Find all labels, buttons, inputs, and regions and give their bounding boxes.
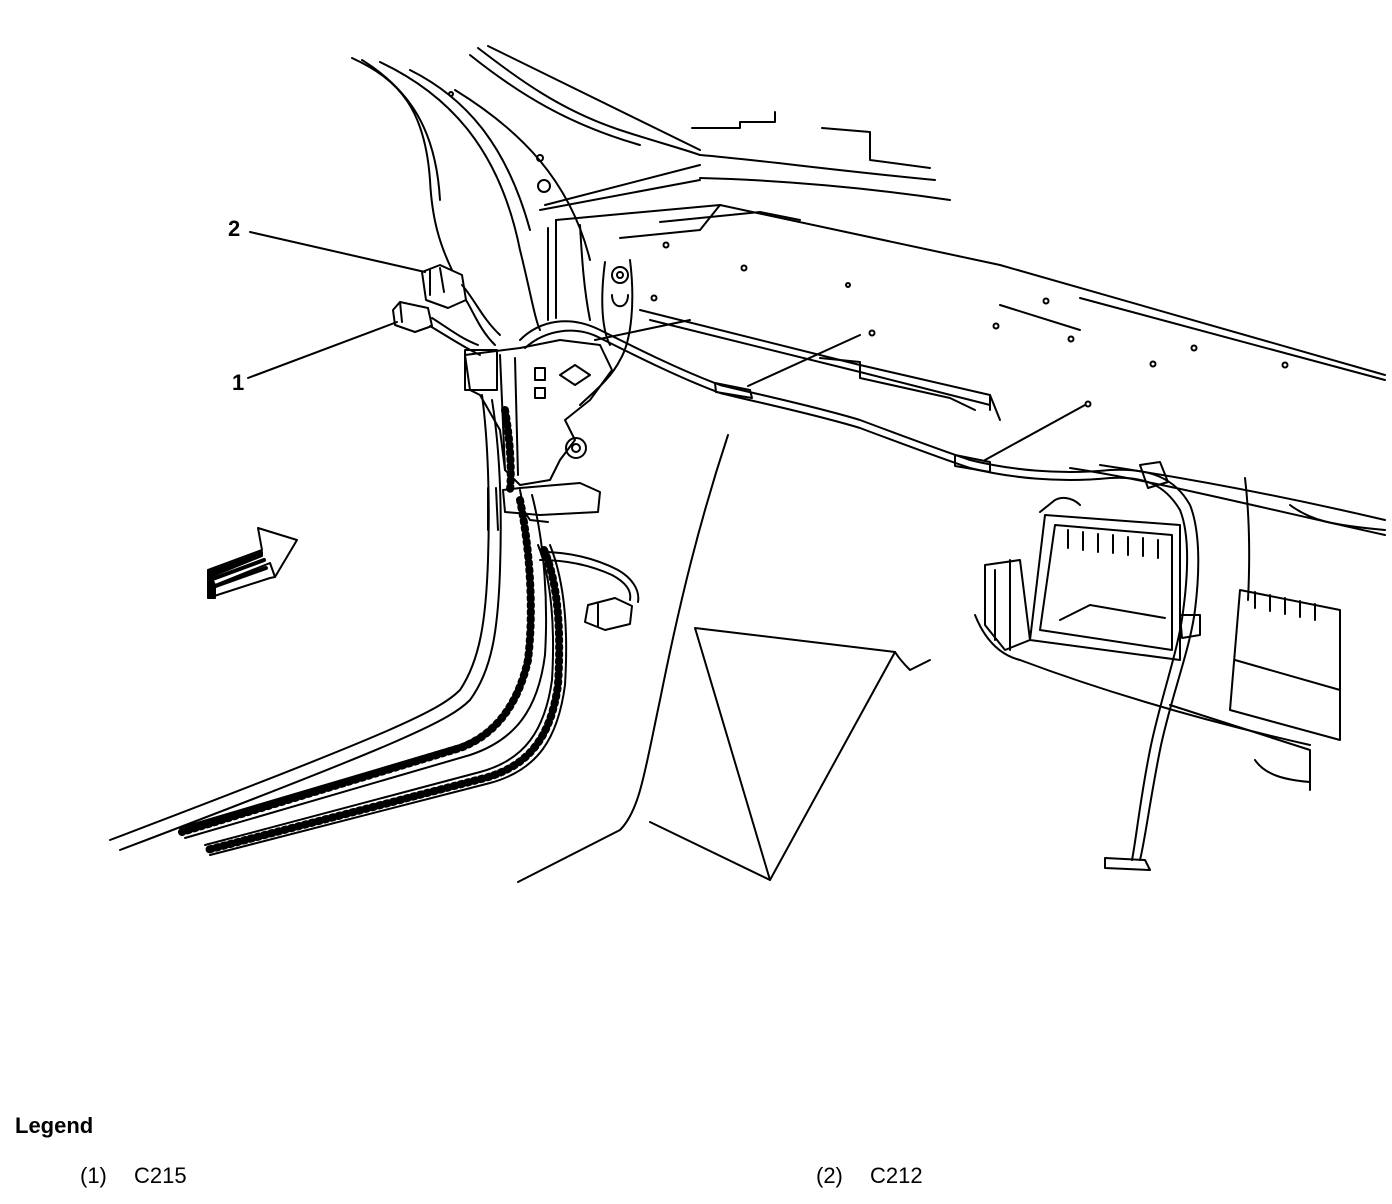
callout-2-leader [250, 232, 425, 272]
hinge-pillar-trim [110, 340, 612, 855]
view-direction-arrow [208, 528, 297, 598]
wiring-harness [520, 320, 1200, 870]
cowl-frame [449, 46, 950, 210]
legend-item-c215: (1) C215 [80, 1163, 187, 1189]
legend-item-c212: (2) C212 [816, 1163, 923, 1189]
callout-1: 1 [232, 370, 245, 395]
callout-1-leader [248, 322, 397, 378]
lower-connector [540, 552, 638, 630]
floor-pan [518, 435, 930, 882]
legend-item-number: (1) [80, 1163, 107, 1188]
instrument-panel-carrier [548, 205, 1385, 790]
legend-item-text: C215 [134, 1163, 187, 1188]
connector-c212 [422, 265, 500, 345]
wiring-harness-diagram [0, 0, 1392, 1070]
legend-item-text: C212 [870, 1163, 923, 1188]
connector-c215 [393, 302, 480, 355]
callout-2: 2 [228, 216, 241, 241]
legend-item-number: (2) [816, 1163, 843, 1188]
a-pillar [352, 58, 590, 330]
hvac-duct-outlets [975, 498, 1340, 740]
legend-title: Legend [15, 1113, 94, 1138]
